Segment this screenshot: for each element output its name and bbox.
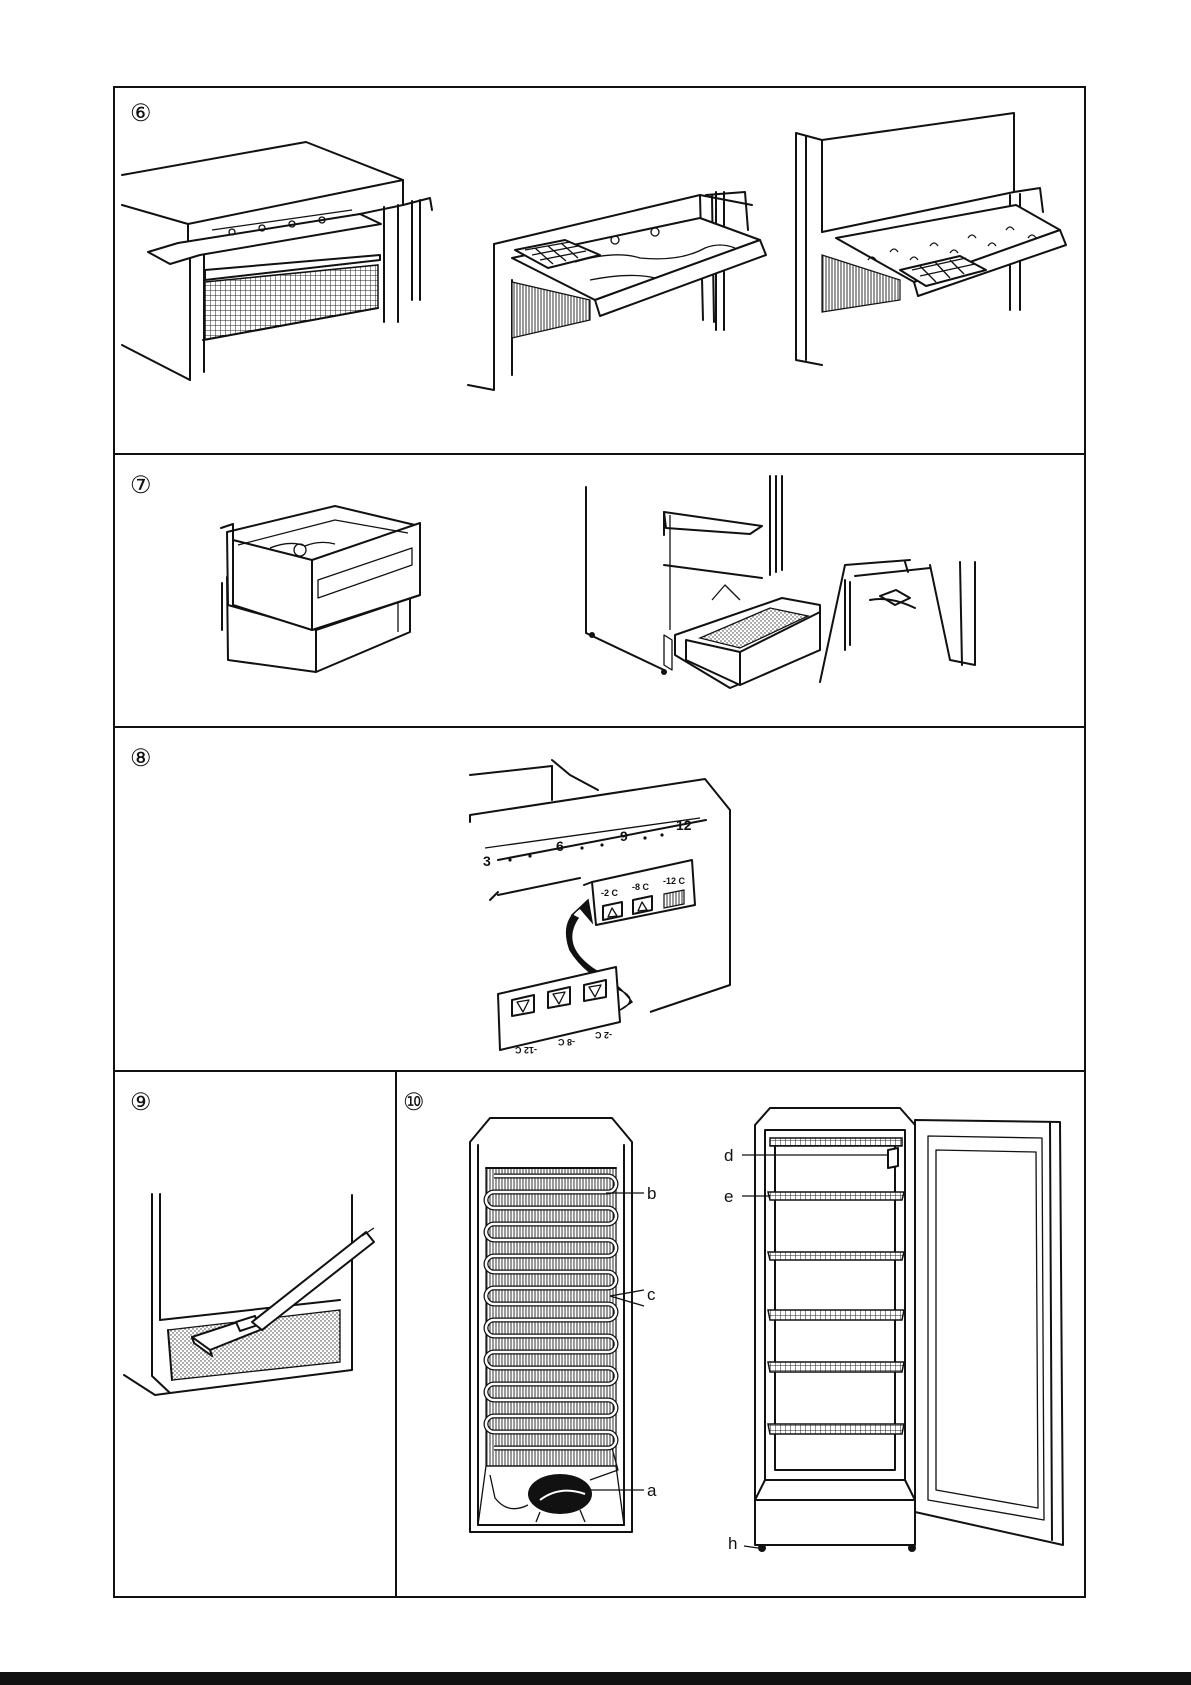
- temperature-panel-removed: -2 C -8 C -12 C: [498, 967, 620, 1055]
- stacked-drawers-drawing: [221, 506, 420, 672]
- temp-label-minus12: -12 C: [663, 876, 686, 886]
- scale-3: 3: [483, 853, 491, 869]
- flipped-temp-minus2: -2 C: [594, 1030, 612, 1040]
- label-e: e: [724, 1187, 733, 1206]
- fridge-front-open-drawing: d e h: [724, 1108, 1063, 1553]
- temp-label-minus2: -2 C: [601, 888, 619, 898]
- panel-number-7: ⑦: [130, 472, 152, 499]
- panel-7-illustrations: [221, 476, 975, 688]
- ice-tray-top-drawing: [796, 113, 1066, 365]
- fridge-drawer-drawing: [586, 476, 820, 688]
- label-c: c: [647, 1285, 656, 1304]
- panel-number-6: ⑥: [130, 100, 152, 127]
- flipped-temp-minus8: -8 C: [557, 1037, 575, 1047]
- label-b: b: [647, 1184, 656, 1203]
- panel-number-8: ⑧: [130, 745, 152, 772]
- panel-6-illustrations: [122, 113, 1066, 390]
- label-a: a: [647, 1481, 657, 1500]
- drawer-lock-detail-drawing: [820, 560, 975, 682]
- tray-removal-drawing: [122, 142, 432, 380]
- label-d: d: [724, 1146, 733, 1165]
- panel-8-illustrations: 3 6 9 12 -2 C -8 C -12 C: [470, 760, 730, 1055]
- scale-6: 6: [556, 838, 564, 854]
- panel-number-9: ⑨: [130, 1089, 152, 1116]
- temp-label-minus8: -8 C: [632, 882, 650, 892]
- panel-9-illustrations: [124, 1194, 374, 1395]
- scale-12: 12: [676, 817, 692, 833]
- label-h: h: [728, 1534, 737, 1553]
- scale-9: 9: [620, 828, 628, 844]
- panel-10-illustrations: b c a: [470, 1108, 1063, 1553]
- ice-tray-drawing: [468, 192, 766, 390]
- fridge-rear-drawing: b c a: [470, 1118, 657, 1532]
- flipped-temp-minus12: -12 C: [514, 1045, 537, 1055]
- panel-number-10: ⑩: [403, 1089, 425, 1116]
- bottom-scan-edge: [0, 1672, 1191, 1685]
